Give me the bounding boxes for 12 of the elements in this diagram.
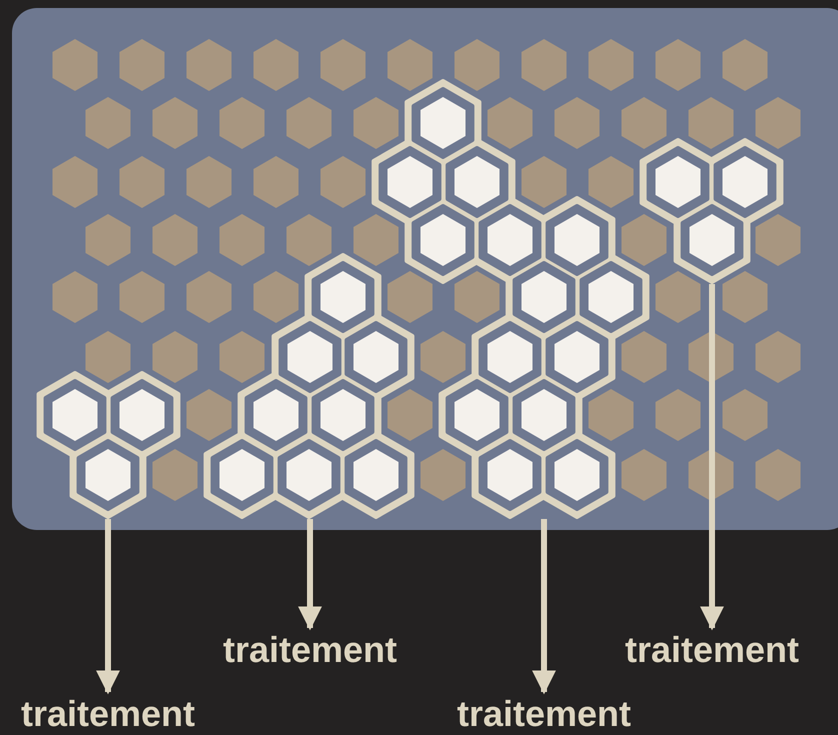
arrow (96, 519, 120, 694)
arrow (700, 284, 724, 630)
hexagon-cluster (204, 253, 414, 519)
label-text: traitement (222, 630, 398, 670)
arrow (532, 519, 556, 694)
label-text: traitement (20, 694, 196, 734)
hexagon-cluster (36, 371, 180, 519)
label-text: traitement (624, 630, 800, 670)
hexagon-cluster (640, 138, 784, 284)
hexagon-cluster (372, 79, 650, 519)
label-text: traitement (456, 694, 632, 734)
arrow (298, 519, 322, 630)
